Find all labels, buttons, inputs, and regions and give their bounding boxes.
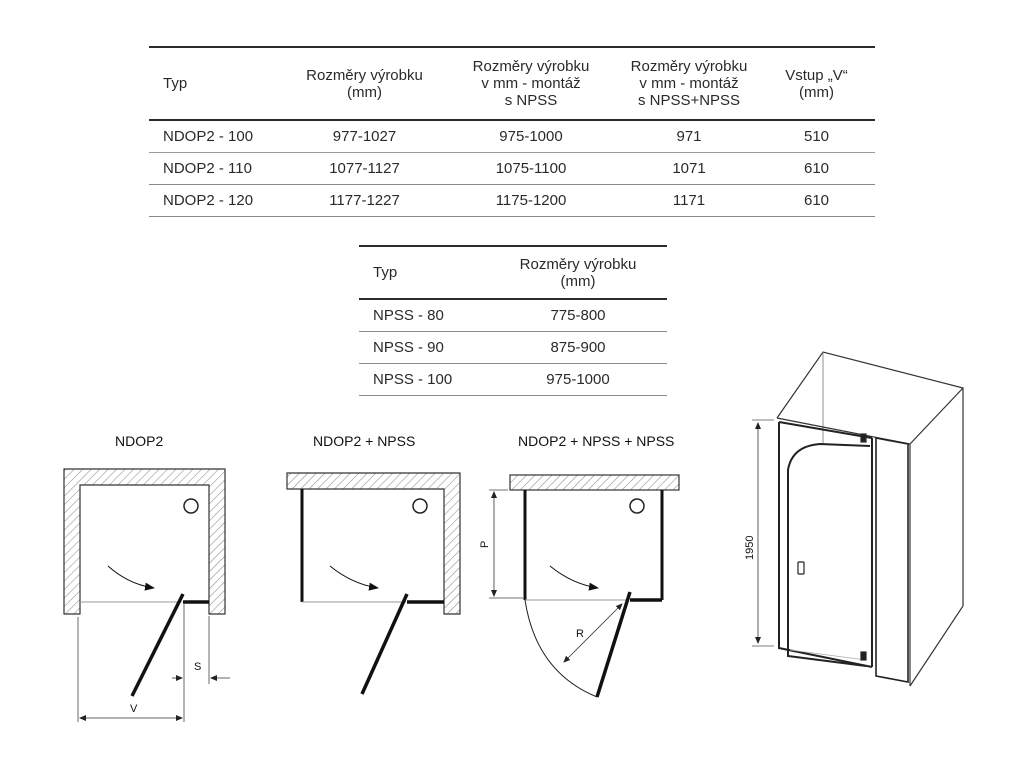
header-line: Rozměry výrobku xyxy=(472,58,590,75)
cell-vstup: 510 xyxy=(758,120,875,153)
back-wall-outline xyxy=(776,351,964,687)
diagram-ndop2: V S xyxy=(63,468,230,722)
cell-montaz-npss-npss: 1171 xyxy=(620,184,758,217)
diagram-title-ndop2: NDOP2 xyxy=(115,433,163,449)
dim-s-label: S xyxy=(194,661,201,673)
product-dimensions-table: Typ Rozměry výrobku (mm) Rozměry výrobku… xyxy=(149,46,875,217)
table-row: NPSS - 90 875-900 xyxy=(359,331,667,364)
cell-rozmery: 977-1027 xyxy=(287,120,442,153)
door-open xyxy=(595,591,632,698)
door-bottom-edge xyxy=(789,649,867,661)
cell-typ: NDOP2 - 100 xyxy=(149,120,287,153)
header-line: v mm - montáž xyxy=(481,75,581,92)
cell-typ: NPSS - 100 xyxy=(359,363,489,396)
header-line: Rozměry výrobku xyxy=(519,255,637,273)
cell-montaz-npss-npss: 971 xyxy=(620,120,758,153)
swing-arrow-icon xyxy=(107,565,155,591)
wall-hatch xyxy=(286,472,461,615)
fixed-panel-3d xyxy=(875,437,909,683)
cell-rozmery: 1077-1127 xyxy=(287,152,442,185)
table-header-row: Typ Rozměry výrobku (mm) Rozměry výrobku… xyxy=(149,47,875,121)
header-line: (mm) xyxy=(560,272,596,290)
header-montaz-npss-npss: Rozměry výrobku v mm - montáž s NPSS+NPS… xyxy=(620,47,758,121)
header-line: (mm) xyxy=(347,83,382,101)
header-line: Rozměry výrobku xyxy=(306,66,423,84)
header-rozmery: Rozměry výrobku (mm) xyxy=(287,47,442,121)
top-edge xyxy=(776,387,964,445)
header-montaz-npss: Rozměry výrobku v mm - montáž s NPSS xyxy=(442,47,620,121)
table-row: NPSS - 80 775-800 xyxy=(359,299,667,332)
cell-montaz-npss: 1175-1200 xyxy=(442,184,620,217)
header-line: Rozměry výrobku xyxy=(630,58,748,75)
header-line: Vstup „V“ xyxy=(785,66,848,84)
swing-arc xyxy=(524,599,598,698)
diagram-title-ndop2-npss-npss: NDOP2 + NPSS + NPSS xyxy=(518,433,674,449)
cell-rozmery: 775-800 xyxy=(489,299,667,332)
cell-rozmery: 975-1000 xyxy=(489,363,667,396)
door-3d xyxy=(787,442,871,667)
cell-rozmery: 1177-1227 xyxy=(287,184,442,217)
wall-hatch xyxy=(509,474,680,491)
drain-icon xyxy=(629,498,645,514)
table-header-row: Typ Rozměry výrobku (mm) xyxy=(359,246,667,300)
hinge-icon xyxy=(860,433,867,443)
frame-top xyxy=(778,421,873,439)
dim-v-label: V xyxy=(130,703,138,715)
dim-r-label: R xyxy=(576,628,584,640)
table-row: NPSS - 100 975-1000 xyxy=(359,363,667,396)
header-rozmery: Rozměry výrobku (mm) xyxy=(489,246,667,300)
header-line: s NPSS xyxy=(504,92,558,109)
cell-rozmery: 875-900 xyxy=(489,331,667,364)
wall-hatch xyxy=(63,468,226,615)
cell-montaz-npss: 1075-1100 xyxy=(442,152,620,185)
diagram-ndop2-npss-npss: R P xyxy=(479,474,680,698)
npss-dimensions-table: Typ Rozměry výrobku (mm) NPSS - 80 775-8… xyxy=(359,245,667,396)
header-line: v mm - montáž xyxy=(639,75,739,92)
door-open xyxy=(360,593,409,695)
header-line: s NPSS+NPSS xyxy=(637,92,741,109)
isometric-shower-view xyxy=(752,351,964,687)
drain-icon xyxy=(412,498,428,514)
dim-r-line xyxy=(563,603,623,663)
swing-arrow-icon xyxy=(549,565,599,591)
dim-height-label: 1950 xyxy=(744,536,756,560)
cell-montaz-npss-npss: 1071 xyxy=(620,152,758,185)
cell-typ: NDOP2 - 110 xyxy=(149,152,287,185)
cell-typ: NDOP2 - 120 xyxy=(149,184,287,217)
cell-typ: NPSS - 80 xyxy=(359,299,489,332)
dim-p-label: P xyxy=(479,541,491,548)
hinge-icon xyxy=(860,651,867,661)
header-typ: Typ xyxy=(359,246,489,300)
frame-left xyxy=(778,422,873,668)
table-row: NDOP2 - 120 1177-1227 1175-1200 1171 610 xyxy=(149,184,875,217)
drain-icon xyxy=(183,498,199,514)
header-line: (mm) xyxy=(799,83,834,101)
table-row: NDOP2 - 100 977-1027 975-1000 971 510 xyxy=(149,120,875,153)
cell-vstup: 610 xyxy=(758,152,875,185)
door-open xyxy=(130,593,185,697)
swing-arrow-icon xyxy=(329,565,379,591)
cell-typ: NPSS - 90 xyxy=(359,331,489,364)
cell-vstup: 610 xyxy=(758,184,875,217)
table-row: NDOP2 - 110 1077-1127 1075-1100 1071 610 xyxy=(149,152,875,185)
header-vstup: Vstup „V“ (mm) xyxy=(758,47,875,121)
cell-montaz-npss: 975-1000 xyxy=(442,120,620,153)
door-handle-icon xyxy=(797,561,805,575)
diagram-title-ndop2-npss: NDOP2 + NPSS xyxy=(313,433,415,449)
diagram-ndop2-npss xyxy=(286,472,461,695)
header-typ: Typ xyxy=(149,47,287,121)
